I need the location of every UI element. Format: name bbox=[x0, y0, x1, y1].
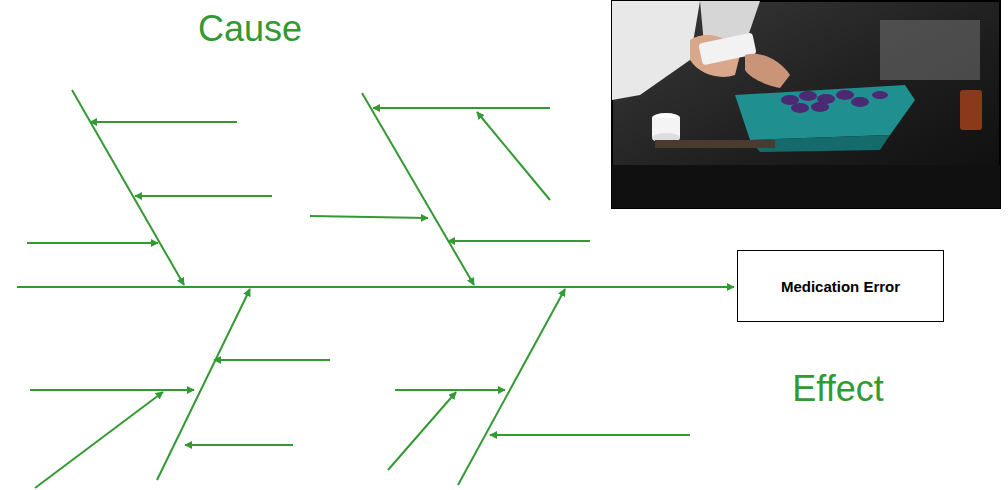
effect-box: Medication Error bbox=[737, 250, 944, 322]
heading-label: Cause bbox=[198, 8, 302, 49]
pharmacy-photo bbox=[612, 1, 1000, 208]
heading-label: Effect bbox=[792, 368, 883, 409]
effect-label: Medication Error bbox=[781, 278, 900, 295]
